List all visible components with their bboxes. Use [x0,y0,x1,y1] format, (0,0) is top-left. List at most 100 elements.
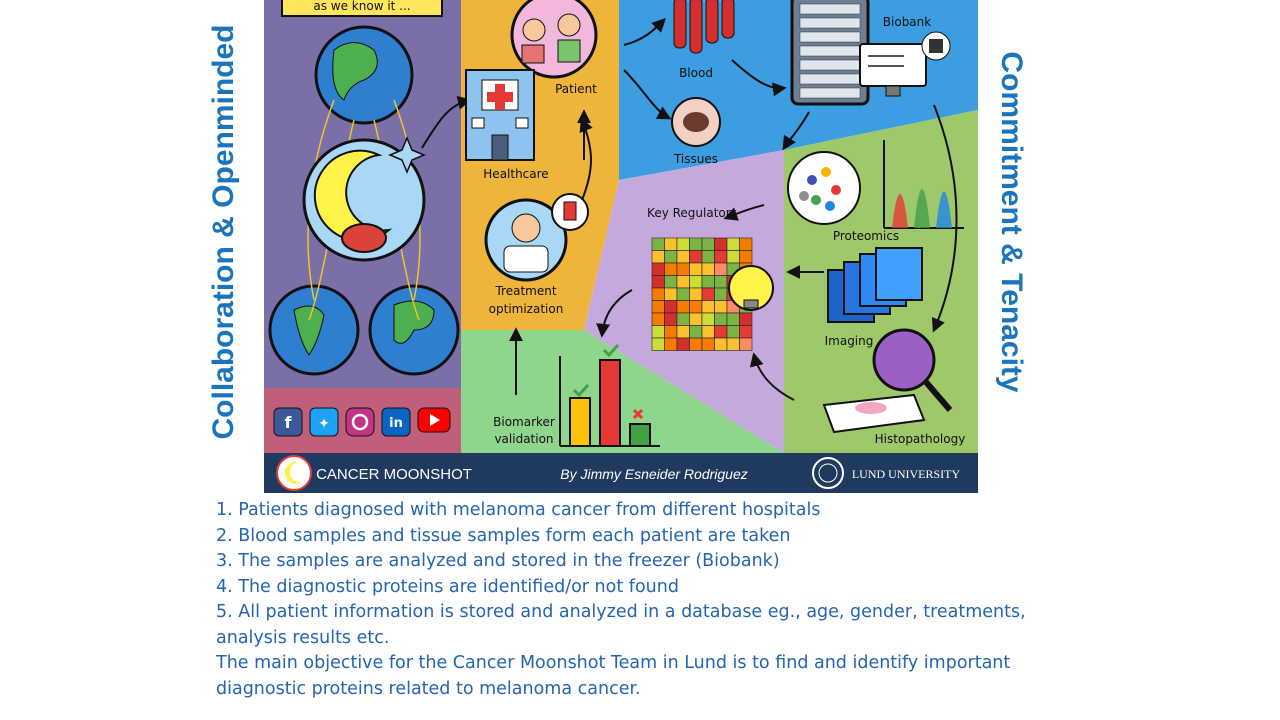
right-side-title: Commitment & Tenacity [995,51,1028,393]
heatmap-cell [701,312,715,326]
lightbulb-icon [728,265,774,311]
svg-text:f: f [285,413,293,432]
heatmap-cell [739,312,753,326]
heatmap-cell [689,262,703,276]
patient-icon [510,0,598,79]
heatmap-cell [651,312,665,326]
heatmap-cell [714,262,728,276]
footer-bar [264,453,978,493]
heatmap-cell [664,300,678,314]
heatmap-cell [701,337,715,351]
heatmap-cell [689,250,703,264]
heatmap-cell [739,337,753,351]
heatmap-cell [739,250,753,264]
heatmap-cell [651,287,665,301]
note-line: 1. Patients diagnosed with melanoma canc… [216,500,821,520]
histopathology-label: Histopathology [875,432,966,446]
heatmap-cell [664,337,678,351]
flow-arrow [931,104,958,333]
heatmap-cell [676,275,690,289]
heatmap-cell [739,325,753,339]
heatmap-cell [664,287,678,301]
instagram-icon[interactable] [345,407,375,437]
note-line: 3. The samples are analyzed and stored i… [216,551,780,571]
heatmap-cell [689,325,703,339]
heatmap-cell [651,325,665,339]
biomarker-bar-chart [559,343,660,447]
cancer-moonshot-infographic: as we know it ... f ✦ in [264,0,978,493]
heatmap-cell [676,337,690,351]
imaging-label: Imaging [825,334,874,348]
blood-label: Blood [679,66,713,80]
tissue-icon [671,97,721,147]
heatmap-cell [664,250,678,264]
svg-text:in: in [389,416,403,431]
heatmap-cell [726,250,740,264]
flow-arrow [723,204,765,221]
magnifier-icon [872,328,953,412]
social-icons: f ✦ in [273,407,451,437]
linkedin-icon[interactable] [381,407,411,437]
heatmap-cell [676,312,690,326]
heatmap-cell [726,237,740,251]
computer-monitor-icon [859,31,951,97]
heatmap-cell [689,275,703,289]
flow-arrow [623,69,672,120]
doctor-icon [484,193,589,282]
notes-list: 1. Patients diagnosed with melanoma canc… [216,498,1216,702]
mass-spectrum-chart [883,140,964,229]
facebook-icon[interactable] [273,407,303,437]
heatmap-cell [651,250,665,264]
heatmap-cell [714,287,728,301]
flow-arrow [782,111,810,151]
heatmap-cell [689,300,703,314]
heatmap-cell [714,312,728,326]
flow-arrow [623,18,666,46]
treatment-label-line2: optimization [489,302,564,316]
heatmap-cell [651,337,665,351]
heatmap-cell [689,337,703,351]
tissues-label: Tissues [673,152,718,166]
slide-stack-icon [822,393,926,434]
biomarker-label-line1: Biomarker [493,415,555,429]
biobank-label: Biobank [883,15,931,29]
heatmap-cell [701,325,715,339]
heatmap-cell [664,312,678,326]
heatmap-cell [664,262,678,276]
heatmap-cell [664,325,678,339]
heatmap-cell [714,237,728,251]
globe-icon [368,284,460,376]
heatmap-cell [689,312,703,326]
globe-icon [268,284,360,376]
moonshot-logo [276,455,312,491]
freezer-icon [790,0,870,106]
note-line: 4. The diagnostic proteins are identifie… [216,576,679,597]
twitter-icon[interactable] [309,407,339,437]
heatmap-cell [714,337,728,351]
treatment-label-line1: Treatment [494,284,556,298]
heatmap-cell [689,237,703,251]
healthcare-label: Healthcare [483,167,548,181]
imaging-slides-icon [827,247,923,323]
flow-arrow [421,95,472,149]
heatmap-cell [739,237,753,251]
flow-arrow [596,289,633,338]
heatmap-cell [651,237,665,251]
heatmap-cell [701,300,715,314]
heatmap-cell [701,287,715,301]
heatmap-cell [676,250,690,264]
heatmap-cell [676,287,690,301]
svg-text:as we know it ...: as we know it ... [313,0,410,13]
heatmap-cell [676,237,690,251]
banner: as we know it ... [281,0,443,17]
moon-crab-emblem [302,136,426,262]
heatmap-cell [676,325,690,339]
heatmap-cell [726,312,740,326]
heatmap-cell [714,325,728,339]
globe-icon [314,25,414,125]
heatmap-cell [676,262,690,276]
key-regulators-label: Key Regulators [647,206,737,220]
left-side-title: Collaboration & Openminded [207,24,240,440]
validation-panel [461,330,784,453]
heatmap-cell [714,250,728,264]
